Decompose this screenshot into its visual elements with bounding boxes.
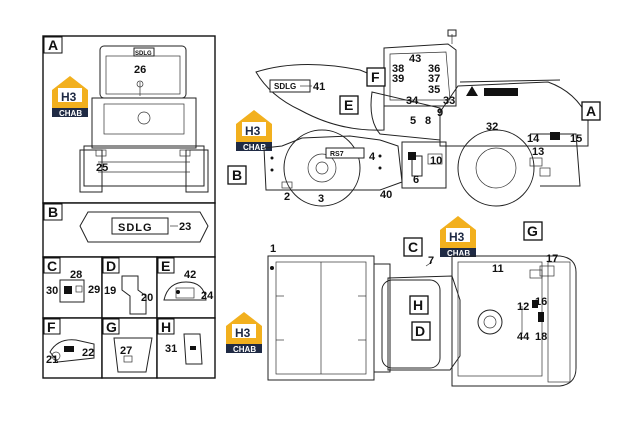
panel-f: F 21 22 [42,317,103,379]
callout-13: 13 [532,146,544,158]
callout-2: 2 [284,191,290,203]
hood-logo-text: SDLG [118,222,153,234]
callout-1: 1 [270,243,276,255]
tag-a: A [586,103,596,119]
roller-front-view: SDLG [79,45,209,193]
callout-14: 14 [527,133,540,145]
callout-11: 11 [492,263,504,275]
callout-42: 42 [184,269,196,281]
side-view-callouts: 43 38 39 36 37 35 41 34 33 9 5 8 32 14 1… [284,53,582,205]
tag-e: E [344,97,353,113]
panel-g-letter: G [106,319,117,335]
tag-d: D [415,323,425,339]
panel-b: B SDLG 23 [42,202,216,258]
svg-text:H3: H3 [245,124,261,138]
tag-h: H [413,297,423,313]
callout-3: 3 [318,193,324,205]
callout-36: 36 [428,63,440,75]
roller-top-view [267,255,577,387]
side-view-tags: F E B A [227,67,601,185]
side-logo: SDLG [274,82,296,91]
hood-decal-outline [79,211,209,243]
panel-b-letter: B [48,204,58,220]
callout-38: 38 [392,63,404,75]
tag-c: C [408,239,418,255]
callout-4: 4 [369,151,376,163]
tag-f: F [371,69,380,85]
callout-8: 8 [425,115,431,127]
callout-43: 43 [409,53,421,65]
tag-g: G [527,223,538,239]
panel-e-letter: E [161,258,170,274]
callout-39: 39 [392,73,404,85]
callout-29: 29 [88,284,100,296]
callout-33: 33 [443,95,455,107]
callout-34: 34 [406,95,419,107]
callout-6: 6 [413,174,419,186]
watermark-badge-mid: H3 CHAB [236,110,272,152]
top-view-tags: C G H D [403,221,543,341]
callout-7: 7 [428,255,434,267]
callout-25: 25 [96,162,108,174]
callout-41: 41 [313,81,325,93]
callout-32: 32 [486,121,498,133]
callout-5: 5 [410,115,416,127]
panel-d: D 19 20 [101,256,158,319]
top-view-callouts: 1 7 11 17 12 16 44 18 [270,243,558,343]
panel-h-letter: H [161,319,171,335]
callout-20: 20 [141,292,153,304]
panel-f-letter: F [47,319,56,335]
callout-12: 12 [517,301,529,313]
callout-37: 37 [428,73,440,85]
callout-18: 18 [535,331,547,343]
callout-30: 30 [46,285,58,297]
panel-a-letter: A [48,37,58,53]
callout-40: 40 [380,189,392,201]
svg-text:CHAB: CHAB [233,345,256,354]
callout-26: 26 [134,64,146,76]
callout-15: 15 [570,133,582,145]
panel-c: C 28 29 30 [42,256,103,319]
svg-text:H3: H3 [449,230,465,244]
watermark-badge-bottom: H3 CHAB [226,312,262,354]
drum-logo: RS7 [330,151,344,158]
callout-28: 28 [70,269,82,281]
callout-17: 17 [546,253,558,265]
callout-16: 16 [535,296,547,308]
panel-g: G 27 [101,317,158,379]
panel-c-letter: C [47,258,57,274]
callout-10: 10 [430,155,442,167]
svg-text:H3: H3 [61,90,77,104]
svg-text:CHAB: CHAB [243,143,266,152]
tag-b: B [232,167,242,183]
callout-9: 9 [437,107,443,119]
svg-text:H3: H3 [235,326,251,340]
callout-24: 24 [201,290,214,302]
svg-text:CHAB: CHAB [447,249,470,258]
callout-22: 22 [82,347,94,359]
roller-side-view: SDLG RS7 [255,29,589,207]
panel-h: H 31 [156,317,216,379]
watermark-badge-topright: H3 CHAB [440,216,476,258]
callout-31: 31 [165,343,177,355]
callout-35: 35 [428,84,440,96]
callout-27: 27 [120,345,132,357]
panel-a: A SDLG 26 25 [42,35,216,204]
svg-text:CHAB: CHAB [59,109,82,118]
front-logo: SDLG [135,51,152,57]
watermark-badge-left: H3 CHAB [52,76,88,118]
callout-21: 21 [46,354,58,366]
panel-e: E 42 24 [156,256,216,319]
callout-44: 44 [517,331,530,343]
brand-triangle-icon [466,86,478,96]
callout-19: 19 [104,285,116,297]
callout-23: 23 [179,221,191,233]
panel-d-letter: D [106,258,116,274]
